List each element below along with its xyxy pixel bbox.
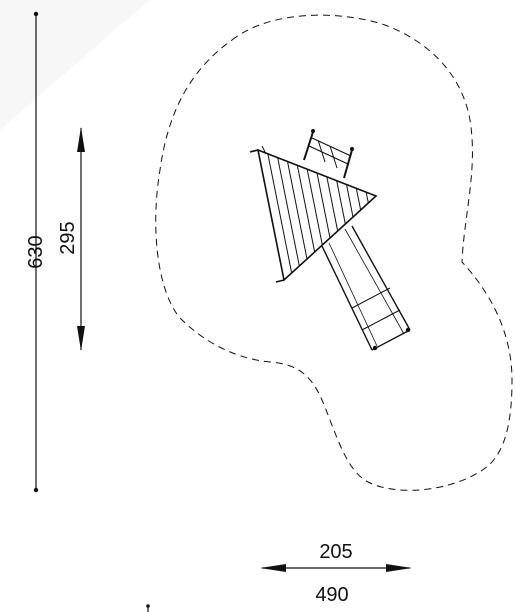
footprint-height-label: 295 bbox=[57, 221, 79, 254]
footprint-width-dimension: 205 bbox=[260, 541, 412, 572]
platform-slat bbox=[326, 176, 339, 232]
arrow-left-icon bbox=[260, 564, 286, 572]
partial-dimension-dot bbox=[146, 604, 150, 608]
safety-zone-outline bbox=[155, 14, 513, 491]
platform-slat bbox=[355, 188, 362, 211]
slide bbox=[321, 225, 411, 351]
triangular-platform bbox=[249, 145, 378, 283]
dimension-dot-bottom bbox=[33, 487, 39, 493]
footprint-height-dimension: 295 bbox=[57, 127, 85, 351]
platform-slat bbox=[267, 153, 293, 274]
slide-end-cap bbox=[372, 345, 378, 351]
platform-slat bbox=[336, 180, 346, 225]
arrow-right-icon bbox=[386, 564, 412, 572]
platform-slat bbox=[296, 165, 316, 253]
platform-slat bbox=[277, 157, 300, 267]
post-cap bbox=[350, 147, 354, 151]
dimension-dot-top bbox=[33, 11, 39, 17]
total-height-label: 630 bbox=[25, 235, 47, 268]
platform-slats bbox=[267, 153, 369, 274]
platform-slat bbox=[365, 192, 369, 204]
corner-shading bbox=[0, 0, 150, 130]
platform-slat bbox=[316, 172, 331, 239]
post-cap bbox=[311, 129, 315, 133]
slide-end-cap bbox=[405, 327, 411, 333]
footprint-width-label: 205 bbox=[319, 541, 352, 563]
platform-slat bbox=[346, 184, 354, 218]
platform-slat bbox=[287, 161, 308, 260]
total-width-label: 490 bbox=[315, 584, 348, 606]
platform-slat bbox=[306, 169, 323, 246]
arrow-up-icon bbox=[77, 127, 85, 152]
total-height-dimension: 630 bbox=[25, 11, 47, 493]
arrow-down-icon bbox=[77, 326, 85, 351]
platform-handrails bbox=[303, 129, 354, 179]
